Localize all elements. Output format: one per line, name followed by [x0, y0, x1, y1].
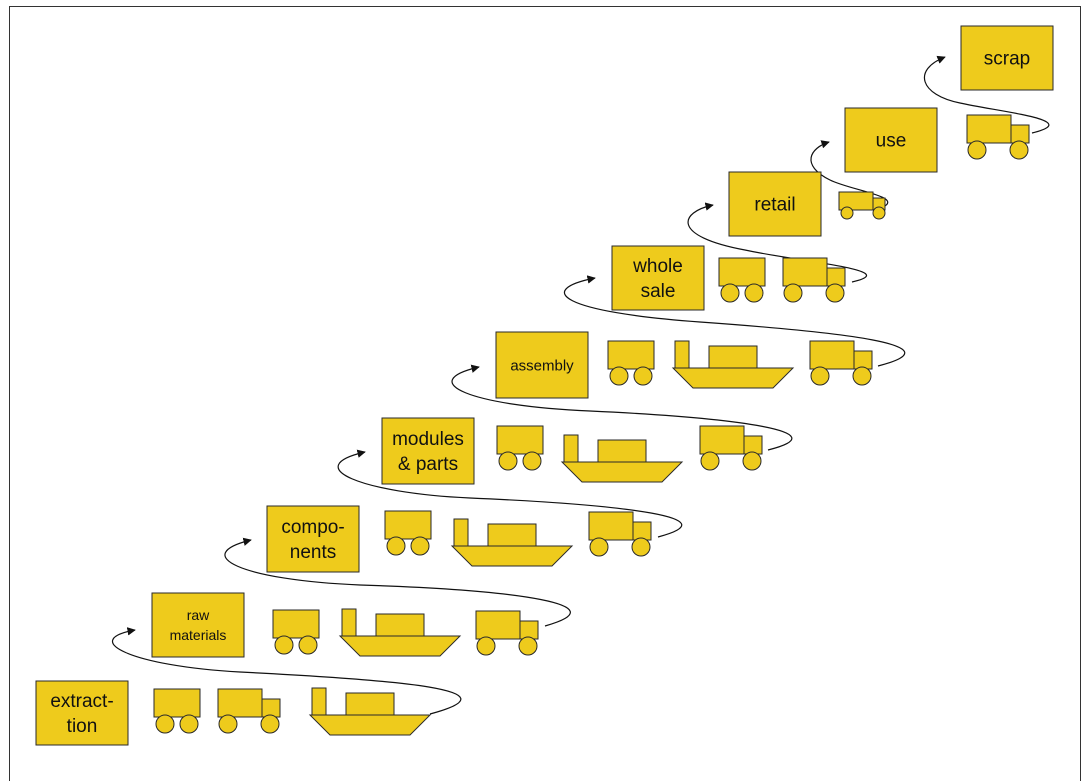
stage-label: modules: [392, 429, 464, 450]
truck-icon: [782, 257, 846, 303]
truck-icon: [809, 340, 873, 386]
stage-box: [151, 592, 245, 658]
trailer-icon: [153, 688, 201, 734]
flow-arrow: [337, 449, 683, 538]
stage-box: [728, 171, 822, 237]
stage-label: nents: [290, 542, 336, 563]
stage-label: compo-: [281, 517, 344, 538]
stage-box: [495, 331, 589, 399]
stage-label: tion: [67, 716, 98, 737]
stage-label: whole: [632, 256, 683, 277]
flow-arrow: [923, 55, 1050, 134]
truck-icon: [217, 688, 281, 734]
stage-assembly: assembly: [495, 331, 589, 399]
truck-icon: [475, 610, 539, 656]
flow-arrow: [687, 202, 868, 283]
trailer-icon: [496, 425, 544, 471]
truck-icon: [699, 425, 763, 471]
flow-arrow: [224, 537, 571, 627]
stage-box: [266, 505, 360, 573]
stage-box: [960, 25, 1054, 91]
stage-label: raw: [187, 607, 210, 623]
flow-arrow: [111, 627, 462, 715]
stage-wholesale: whole sale: [611, 245, 705, 311]
ship-icon: [560, 434, 684, 483]
stage-modules-parts: modules & parts: [381, 417, 475, 485]
stage-retail: retail: [728, 171, 822, 237]
flow-arrow: [451, 364, 793, 451]
truck-icon: [588, 511, 652, 557]
stage-raw-materials: raw materials: [151, 592, 245, 658]
stage-scrap: scrap: [960, 25, 1054, 91]
stage-box: [611, 245, 705, 311]
frame-border: [9, 6, 1081, 781]
stage-box: [381, 417, 475, 485]
stage-box: [844, 107, 938, 173]
trailer-icon: [384, 510, 432, 556]
stage-box: [35, 680, 129, 746]
stage-label: retail: [754, 195, 795, 216]
flow-arrow: [563, 275, 906, 367]
stage-label: assembly: [510, 357, 574, 374]
trailer-icon: [718, 257, 766, 303]
stage-label: materials: [170, 627, 227, 643]
stage-label: use: [876, 131, 907, 152]
stage-label: & parts: [398, 454, 458, 475]
stage-components: compo-nents: [266, 505, 360, 573]
trailer-icon: [607, 340, 655, 386]
ship-icon: [450, 518, 574, 567]
small-truck-icon: [838, 191, 886, 220]
ship-icon: [338, 608, 462, 657]
stage-label: sale: [641, 281, 676, 302]
stage-extraction: extract-tion: [35, 680, 129, 746]
trailer-icon: [272, 609, 320, 655]
ship-icon: [308, 687, 432, 736]
stage-label: extract-: [50, 691, 113, 712]
stage-label: scrap: [984, 49, 1030, 70]
stage-use: use: [844, 107, 938, 173]
ship-icon: [671, 340, 795, 389]
truck-icon: [966, 114, 1030, 160]
